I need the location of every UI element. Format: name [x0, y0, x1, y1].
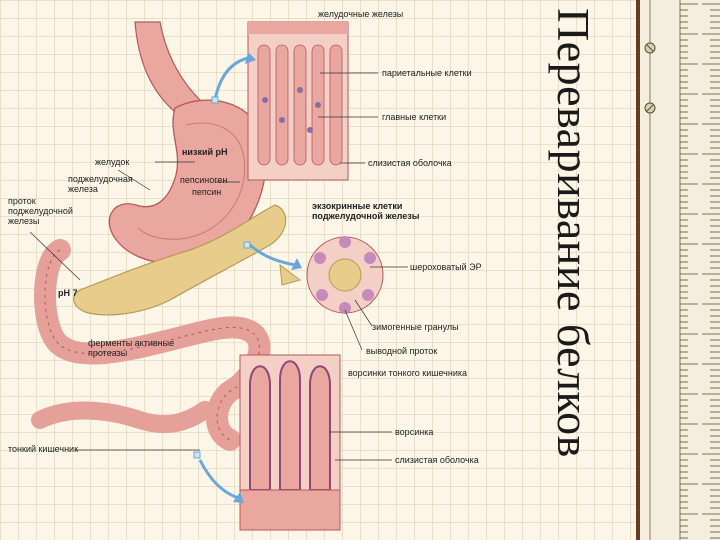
- pancreas-shape: [73, 204, 287, 316]
- label-pepsinogen: пепсиноген: [180, 175, 228, 185]
- label-pancreatic-duct: проток поджелудочной железы: [8, 196, 73, 226]
- arrow-icon: [198, 56, 296, 500]
- ruler-decoration: [636, 0, 720, 540]
- ruler-ticks: [644, 0, 720, 540]
- label-ph7: pH 7: [58, 288, 78, 298]
- label-enzymes: ферменты активные протеазы: [88, 338, 175, 358]
- label-villi-small: ворсинки тонкого кишечника: [348, 368, 468, 378]
- label-chief-cells: главные клетки: [382, 112, 447, 122]
- label-pepsin: пепсин: [192, 187, 222, 197]
- label-gastric-glands: желудочные железы: [318, 9, 404, 19]
- leader-lines: [29, 72, 408, 461]
- label-zymogen-granules: зимогенные гранулы: [372, 322, 459, 332]
- label-low-ph: низкий pH: [182, 147, 228, 157]
- label-parietal-cells: париетальные клетки: [382, 68, 472, 78]
- stomach-inner: [137, 122, 246, 240]
- label-mucosa: слизистая оболочка: [368, 158, 452, 168]
- label-pancreas: поджелудочная железа: [68, 174, 133, 194]
- label-small-intestine: тонкий кишечник: [8, 444, 79, 454]
- esophagus: [134, 21, 202, 113]
- label-villus: ворсинка: [395, 427, 434, 437]
- small-intestine: [31, 401, 214, 434]
- slide-title: Переваривание белков: [548, 8, 599, 458]
- label-exocrine-cells: экзокринные клетки поджелудочной железы: [312, 201, 420, 221]
- label-excretory-duct: выводной проток: [366, 346, 438, 356]
- villi: [249, 360, 331, 491]
- label-mucosa2: слизистая оболочка: [395, 455, 479, 465]
- colon-outline: [44, 249, 260, 441]
- label-rough-er: шероховатый ЭР: [410, 262, 482, 272]
- label-stomach: желудок: [95, 157, 130, 167]
